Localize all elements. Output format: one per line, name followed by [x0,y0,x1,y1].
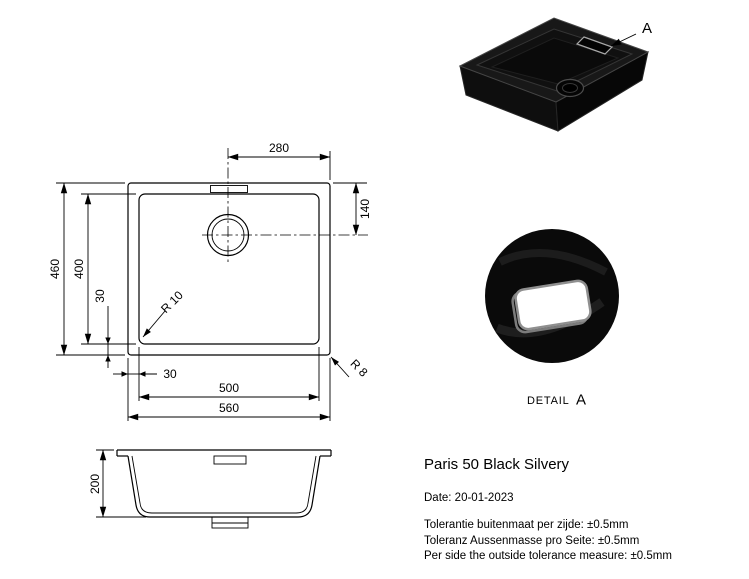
tolerance-notes: Tolerantie buitenmaat per zijde: ±0.5mm … [424,518,672,565]
radius-label-r8: R 8 [347,356,370,379]
extension-lines [56,151,367,421]
bowl-outer-wall [127,455,321,518]
dim-outer-width: 560 [127,401,331,421]
dim-flange-vertical: 30 [93,289,111,368]
overflow-hole-detail [514,279,592,331]
tolerance-line-de: Toleranz Aussenmasse pro Seite: ±0.5mm [424,534,640,547]
detail-label: DETAIL A [527,392,586,409]
sink-bowl-bottom [490,37,620,85]
dim-outer-height: 460 [48,182,68,356]
dim-label-140: 140 [358,199,372,219]
dim-label-460: 460 [48,259,62,279]
radius-callout-outer: R 8 [330,356,371,380]
detail-label-letter: A [576,392,586,409]
radius-callout-inner: R 10 [142,288,186,338]
overflow-slot-top [210,185,248,193]
sink-outline-top [127,148,368,356]
dim-inner-width: 500 [138,381,320,401]
callout-a: A [610,20,652,47]
drain-fitting-side [211,516,249,529]
dim-drain-to-edge: 280 [227,141,331,161]
dim-label-200: 200 [88,474,102,494]
detail-label-prefix: DETAIL [527,395,570,407]
dim-inner-height: 400 [72,193,92,345]
overflow-slot-side [213,455,247,465]
detail-view: DETAIL A [485,229,619,409]
dim-label-280: 280 [269,141,289,155]
dim-label-30v: 30 [93,289,107,303]
iso-view: A [458,17,652,132]
dim-flange-horizontal: 30 [113,367,177,381]
side-view: 200 [88,449,332,529]
sink-bowl-rect [138,193,320,345]
callout-a-label: A [642,20,652,37]
dim-label-500: 500 [219,381,239,395]
dim-label-400: 400 [72,259,86,279]
bowl-inner-wall [131,455,317,514]
overflow-slot-3d [575,36,614,55]
dim-label-560: 560 [219,401,239,415]
tolerance-line-nl: Tolerantie buitenmaat per zijde: ±0.5mm [424,519,629,531]
dim-label-30h: 30 [163,367,177,381]
radius-label-r10: R 10 [158,288,186,316]
sink-outer-rect [127,182,331,356]
date-line: Date: 20-01-2023 [424,492,514,504]
drain-3d-inner [562,83,578,93]
detail-highlight-top [498,249,608,276]
dim-depth: 200 [88,449,146,518]
tolerance-line-en: Per side the outside tolerance measure: … [424,550,672,562]
sink-outline-side [116,449,332,529]
top-view: 280 140 460 400 30 [48,141,372,421]
dim-drain-from-top: 140 [352,182,372,236]
product-title: Paris 50 Black Silvery [424,456,570,473]
